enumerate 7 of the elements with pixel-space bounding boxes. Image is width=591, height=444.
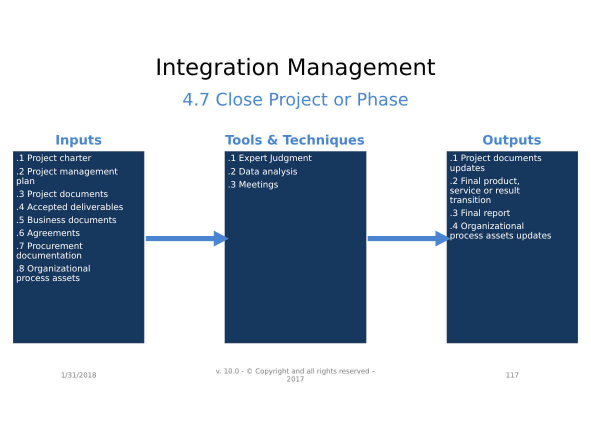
node-label: Outputs: [482, 133, 542, 148]
arrow: [368, 230, 451, 246]
diagram-title: Integration Management: [155, 54, 436, 81]
node-label: Inputs: [55, 133, 102, 148]
label: 4.7 Close Project or Phase: [182, 90, 409, 110]
node-label: Tools & Techniques: [225, 133, 365, 148]
arrow: [146, 230, 229, 246]
